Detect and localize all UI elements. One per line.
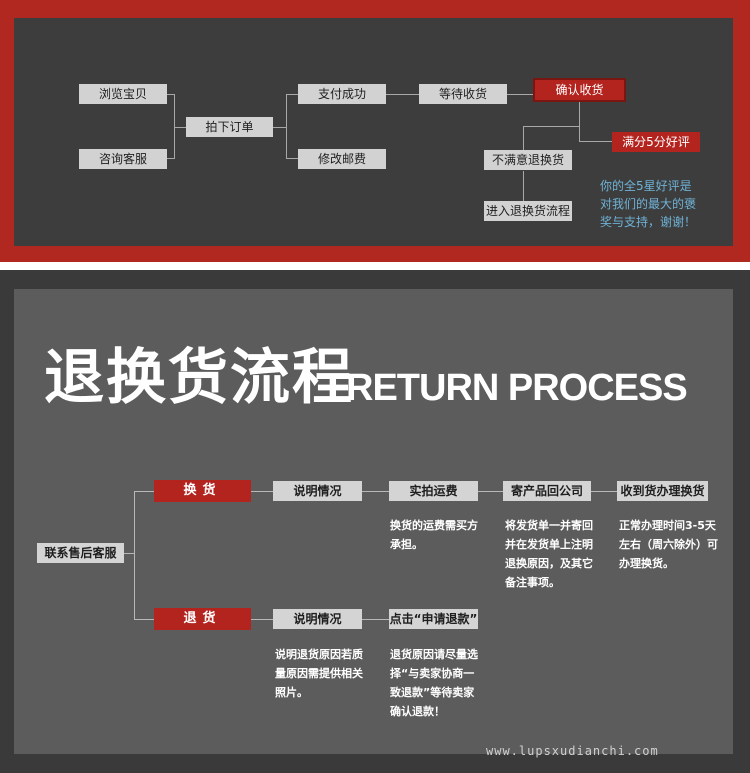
return-process-background: [14, 289, 733, 754]
browse-step: 浏览宝贝: [79, 84, 167, 104]
connector: [134, 619, 154, 620]
connector: [167, 158, 175, 159]
page-title: 退换货流程: [44, 343, 354, 413]
exchange-note-timing: 正常办理时间3-5天 左右（周六除外）可 办理换货。: [619, 516, 718, 573]
connector: [362, 491, 389, 492]
exchange-step-explain: 说明情况: [273, 481, 362, 501]
connector: [273, 127, 287, 128]
consult-step: 咨询客服: [79, 149, 167, 169]
note-line: 择“与卖家协商一: [390, 667, 475, 680]
note-line: 对我们的最大的褒: [600, 197, 697, 211]
note-line: 并在发货单上注明: [505, 538, 593, 551]
connector: [362, 619, 389, 620]
confirm-receive-step: 确认收货: [535, 80, 624, 100]
connector: [523, 171, 524, 201]
connector: [286, 94, 287, 159]
connector: [523, 126, 524, 150]
note-line: 退换原因，及其它: [505, 557, 593, 570]
note-line: 致退款”等待卖家: [390, 686, 475, 699]
note-line: 备注事项。: [505, 576, 560, 589]
connector: [579, 101, 580, 141]
note-line: 承担。: [390, 538, 423, 551]
connector: [251, 491, 273, 492]
wait-receive-step: 等待收货: [419, 84, 507, 104]
note-line: 换货的运费需买方: [390, 519, 478, 532]
exchange-note-freight: 换货的运费需买方 承担。: [390, 516, 478, 554]
note-line: 你的全5星好评是: [600, 179, 692, 193]
connector: [251, 619, 273, 620]
exchange-step-photo: 实拍运费: [389, 481, 478, 501]
page-subtitle: RETURN PROCESS: [346, 367, 688, 409]
note-line: 正常办理时间3-5天: [619, 519, 716, 532]
note-line: 左右（周六除外）可: [619, 538, 718, 551]
connector: [174, 127, 186, 128]
order-step: 拍下订单: [186, 117, 273, 137]
note-line: 确认退款！: [390, 705, 445, 718]
connector: [478, 491, 503, 492]
exchange-step-send-back: 寄产品回公司: [503, 481, 591, 501]
connector: [507, 94, 535, 95]
connector: [286, 94, 298, 95]
connector: [523, 126, 580, 127]
paid-step: 支付成功: [298, 84, 386, 104]
note-line: 量原因需提供相关: [275, 667, 363, 680]
five-star-step: 满分5分好评: [612, 132, 700, 152]
note-line: 办理换货。: [619, 557, 674, 570]
note-line: 照片。: [275, 686, 308, 699]
connector: [134, 491, 135, 619]
change-postage-step: 修改邮费: [298, 149, 386, 169]
connector: [174, 94, 175, 159]
connector: [386, 94, 419, 95]
thanks-note: 你的全5星好评是 对我们的最大的褒 奖与支持，谢谢！: [600, 177, 696, 231]
refund-step-apply: 点击“申请退款”: [389, 609, 478, 629]
refund-step-explain: 说明情况: [273, 609, 362, 629]
connector: [286, 158, 298, 159]
connector: [167, 94, 175, 95]
site-watermark: www.lupsxudianchi.com: [486, 744, 659, 758]
note-line: 将发货单一并寄回: [505, 519, 593, 532]
note-line: 奖与支持，谢谢！: [600, 215, 697, 229]
connector: [124, 553, 134, 554]
connector: [579, 141, 612, 142]
exchange-note-send-back: 将发货单一并寄回 并在发货单上注明 退换原因，及其它 备注事项。: [505, 516, 593, 592]
unsatisfied-step: 不满意退换货: [484, 150, 572, 170]
contact-service-step: 联系售后客服: [37, 543, 124, 563]
exchange-step-receive: 收到货办理换货: [617, 481, 708, 501]
exchange-branch: 换货: [154, 480, 251, 502]
note-line: 说明退货原因若质: [275, 648, 363, 661]
connector: [134, 491, 154, 492]
connector: [591, 491, 617, 492]
refund-note-apply: 退货原因请尽量选 择“与卖家协商一 致退款”等待卖家 确认退款！: [390, 645, 478, 721]
enter-return-step: 进入退换货流程: [484, 201, 572, 221]
refund-note-reason: 说明退货原因若质 量原因需提供相关 照片。: [275, 645, 363, 702]
refund-branch: 退货: [154, 608, 251, 630]
note-line: 退货原因请尽量选: [390, 648, 478, 661]
